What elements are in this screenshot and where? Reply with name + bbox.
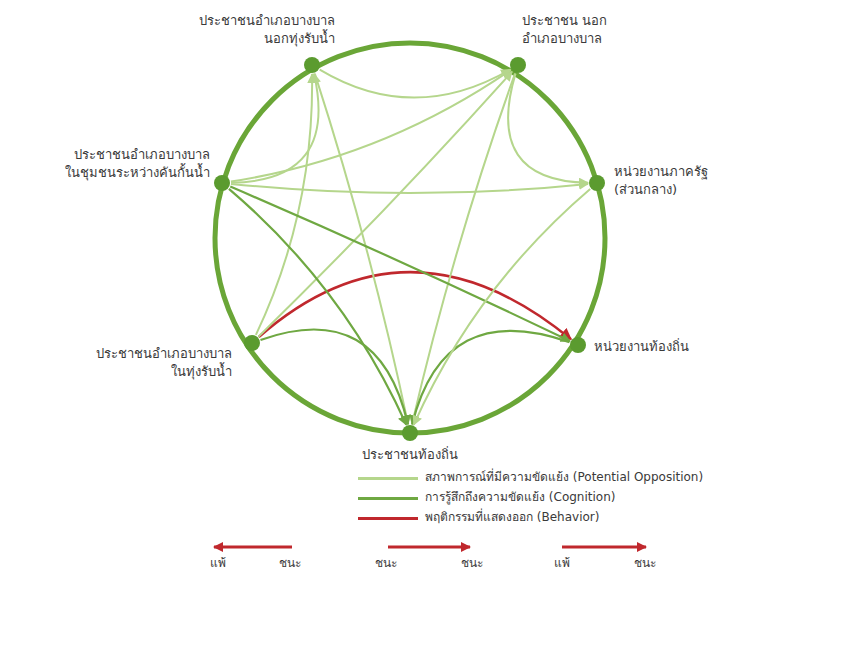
win-win-arrow [388,546,470,549]
arrow-end-label: ชนะ [634,556,656,572]
node-label: หน่วยงานภาครัฐ (ส่วนกลาง) [614,163,712,198]
node-dot: ประชาชนท้องถิ่น [402,425,418,441]
legend-text: สภาพการณ์ที่มีความขัดแย้ง (Potential Opp… [425,470,703,486]
arrow-end-label: แพ้ [210,556,226,572]
arrow-end-label: ชนะ [279,556,301,572]
legend-text: การรู้สึกถึงความขัดแย้ง (Cognition) [425,490,615,506]
legend-line-sample [358,497,418,500]
connector [261,330,408,425]
connector [412,331,569,424]
lose-win-arrow [214,546,292,549]
connector [231,70,511,182]
arrow-end-label: แพ้ [554,556,570,572]
node-dot: ประชาชนอำเภอบางบาล นอกทุ่งรับน้ำ [304,57,320,73]
connector [320,70,511,98]
arrow-end-label: ชนะ [375,556,397,572]
connector [258,72,512,337]
connector [231,184,588,193]
node-label: ประชาชนอำเภอบางบาล ในทุ่งรับน้ำ [92,345,232,380]
node-label: ประชาชนอำเภอบางบาล ในชุมชนระหว่างคันกั้น… [61,146,210,181]
connector [229,189,406,425]
node-dot: ประชาชนอำเภอบางบาล ในชุมชนระหว่างคันกั้น… [214,175,230,191]
connector [230,187,570,342]
legend-line-sample [358,517,418,520]
legend-text: พฤติกรรมที่แสดงออก (Behavior) [425,510,599,526]
connector [508,74,588,183]
node-label: ประชาชน นอกอำเภอบางบาล [522,12,631,47]
node-dot: หน่วยงานภาครัฐ (ส่วนกลาง) [589,175,605,191]
connector [412,74,515,425]
node-label: ประชาชนท้องถิ่น [362,446,458,464]
node-dot: หน่วยงานท้องถิ่น [570,337,586,353]
arrow-end-label: ชนะ [461,556,483,572]
outer-ring [215,43,605,433]
connector [414,189,591,425]
connector [256,74,312,335]
legend-line-sample [358,477,418,480]
lose-win-arrow [562,546,646,549]
node-dot: ประชาชน นอกอำเภอบางบาล [510,57,526,73]
node-label: ประชาชนอำเภอบางบาล นอกทุ่งรับน้ำ [195,12,335,47]
connector [315,74,408,425]
node-label: หน่วยงานท้องถิ่น [594,338,689,356]
node-dot: ประชาชนอำเภอบางบาล ในทุ่งรับน้ำ [244,335,260,351]
